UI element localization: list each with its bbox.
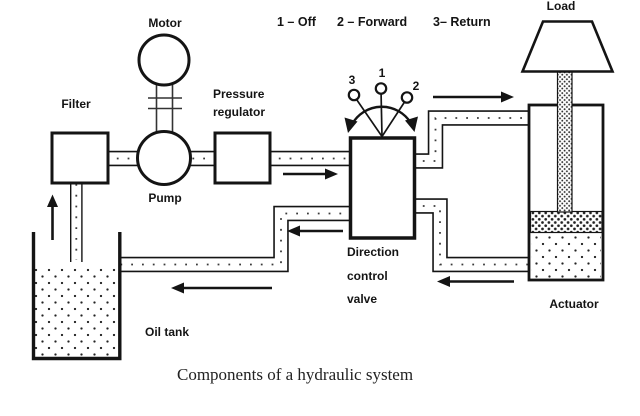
flow-arrow-to-actuator-right	[433, 91, 514, 103]
direction-control-valve-box	[348, 136, 417, 240]
motor-label: Motor	[148, 16, 182, 30]
selector-pos3-knob	[347, 88, 361, 102]
flow-arrow-to-tank-left	[171, 282, 272, 294]
selector-arrowhead-right	[405, 116, 418, 132]
filter-box	[50, 131, 110, 185]
motor-shaft	[148, 80, 182, 140]
selector-pos2-number: 2	[412, 79, 420, 93]
selector-pos1-number: 1	[378, 66, 386, 80]
oil-tank-label: Oil tank	[145, 325, 190, 339]
dcv-label-line1: Direction	[347, 245, 400, 259]
motor-circle	[137, 33, 191, 87]
flow-arrow-return-left-upper	[287, 225, 343, 237]
pressure-regulator-label-line1: Pressure	[213, 87, 265, 101]
legend-item-return: 3– Return	[433, 15, 491, 29]
pipe-valve-to-actuator-top	[412, 110, 530, 169]
flow-arrow-actuator-return-left	[437, 276, 514, 287]
oil-tank	[31, 232, 122, 361]
pressure-regulator-label-line2: regulator	[213, 104, 266, 119]
pump-circle	[136, 130, 192, 186]
selector-pos3-number: 3	[348, 73, 356, 87]
actuator-cylinder	[527, 70, 605, 282]
filter-label: Filter	[61, 97, 91, 111]
pipe-valve-to-tank-return	[121, 205, 352, 273]
tank-walls	[31, 232, 122, 361]
tank-fluid	[35, 267, 119, 358]
dcv-label-line3: valve	[347, 292, 378, 306]
suction-arrow-up	[47, 194, 58, 240]
piston-rod	[556, 70, 573, 213]
load-trapezoid	[520, 20, 615, 73]
legend-item-off: 1 – Off	[277, 15, 316, 29]
flow-arrow-supply-right	[283, 168, 338, 180]
pressure-regulator-box	[213, 131, 272, 185]
direction-control-valve-label: Direction control valve	[347, 241, 399, 312]
legend-item-forward: 2 – Forward	[337, 15, 408, 29]
selector-switch	[344, 82, 418, 137]
selector-pos1-knob	[374, 82, 388, 95]
load-label: Load	[546, 0, 576, 13]
piston	[529, 210, 603, 234]
dcv-label-line2: control	[347, 268, 388, 283]
pump-label: Pump	[148, 191, 182, 205]
selector-arrowhead-left	[344, 117, 358, 133]
pipe-actuator-to-valve-bottom	[412, 198, 530, 273]
pressure-regulator-label: Pressure regulator	[213, 86, 265, 121]
selector-arc	[351, 105, 412, 125]
figure-caption: Components of a hydraulic system	[177, 365, 414, 384]
actuator-label: Actuator	[549, 297, 599, 311]
actuator-fluid	[531, 233, 601, 278]
selector-pos2-knob	[400, 91, 414, 104]
